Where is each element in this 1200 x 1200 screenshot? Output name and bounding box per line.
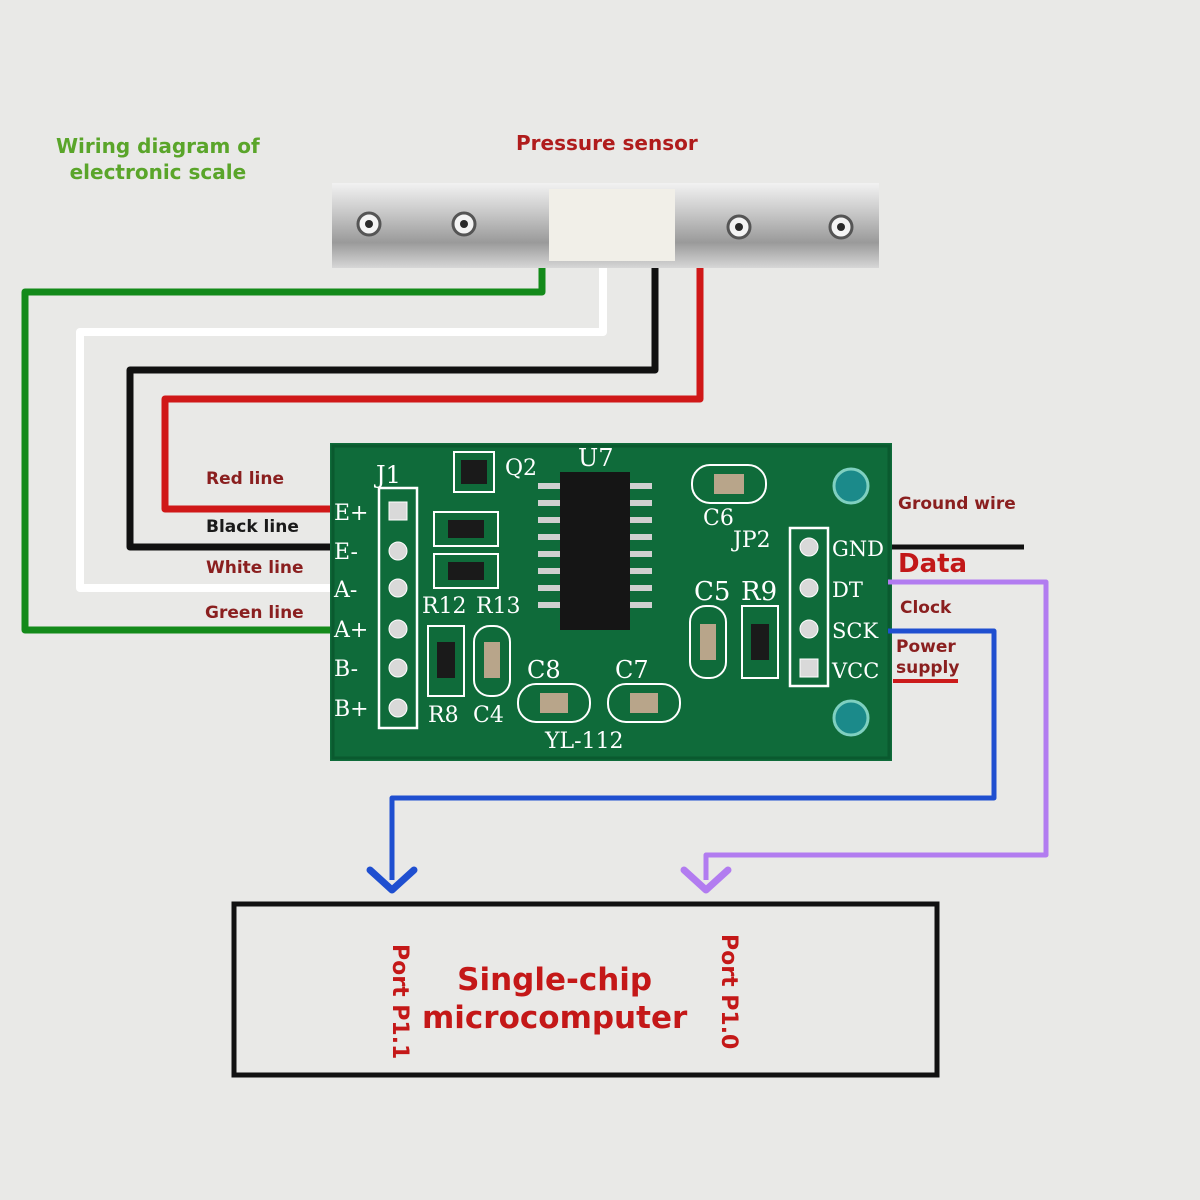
pad [388, 658, 408, 678]
pad [799, 658, 819, 678]
pad [799, 619, 819, 639]
r9-part [751, 624, 769, 660]
red-wire [161, 268, 704, 513]
sensor-hole [735, 223, 743, 231]
red-line-label: Red line [206, 469, 284, 489]
sensor-hole [460, 220, 468, 228]
silk-pin-e-plus: E+ [334, 501, 369, 526]
silk-r8: R8 [428, 703, 459, 728]
mount-hole [832, 467, 870, 505]
c8-part [540, 693, 568, 713]
data-label: Data [898, 549, 968, 579]
c7-outline [607, 683, 681, 723]
q2-body [461, 460, 487, 484]
smd-components [427, 464, 779, 723]
pad [388, 501, 408, 521]
r13-outline [433, 553, 499, 589]
sensor-hole [837, 223, 845, 231]
silk-c6: C6 [703, 506, 734, 531]
white-wire [76, 268, 607, 592]
data-wire [703, 579, 1049, 880]
r12-part [448, 520, 484, 538]
clock-label: Clock [900, 598, 952, 618]
q2-transistor [453, 451, 495, 493]
white-line-label: White line [206, 558, 304, 578]
pad [388, 541, 408, 561]
r8-outline [427, 625, 465, 697]
pad [799, 537, 819, 557]
pad [799, 578, 819, 598]
silk-c7: C7 [615, 656, 649, 684]
silk-pin-a-minus: A- [333, 578, 357, 603]
pressure-sensor [332, 183, 879, 268]
silk-q2: Q2 [505, 456, 537, 481]
jp2-pads [799, 537, 819, 678]
r13-part [448, 562, 484, 580]
diagram-title: Wiring diagram of electronic scale [56, 134, 260, 184]
silk-c5: C5 [694, 577, 730, 607]
port-p1-0-label: Port P1.0 [716, 934, 741, 1050]
silk-model: YL-112 [544, 729, 624, 754]
r9-outline [741, 605, 779, 679]
pcb-edge [331, 444, 891, 760]
black-line-label: Black line [206, 517, 299, 537]
pad [388, 578, 408, 598]
silk-pin-a-plus: A+ [333, 618, 368, 643]
clock-arrow-icon [366, 866, 418, 894]
silk-pin-b-plus: B+ [334, 697, 369, 722]
silk-pin-dt: DT [832, 578, 863, 602]
silk-r9: R9 [741, 577, 777, 607]
c4-part [484, 642, 500, 678]
clock-wire [389, 628, 997, 880]
black-wire [126, 268, 659, 551]
jp2-header [788, 526, 830, 688]
silk-c8: C8 [527, 656, 561, 684]
green-line-label: Green line [205, 603, 304, 623]
pad [388, 619, 408, 639]
port-p1-1-label: Port P1.1 [387, 944, 412, 1060]
c5-part [700, 624, 716, 660]
silk-pin-e-minus: E- [334, 540, 358, 565]
r8-part [437, 642, 455, 678]
c7-part [630, 693, 658, 713]
hx711-board: J1 Q2 U7 C6 JP2 R12 R13 C5 R9 C8 C7 R8 C… [330, 443, 892, 761]
power-supply-label: Power supply [896, 637, 960, 678]
c4-outline [473, 625, 511, 697]
j1-header [377, 486, 419, 730]
pressure-sensor-label: Pressure sensor [516, 131, 698, 155]
sensor-hole [365, 220, 373, 228]
silk-pin-b-minus: B- [334, 657, 358, 682]
mount-hole [832, 699, 870, 737]
c6-outline [691, 464, 767, 504]
ground-wire-label: Ground wire [898, 494, 1016, 514]
c6-part [714, 474, 744, 494]
r12-outline [433, 511, 499, 547]
mcu-box [231, 901, 940, 1078]
data-arrow-icon [680, 866, 732, 894]
sensor-strain-gauge [549, 189, 675, 261]
chip-pins [538, 483, 652, 608]
silk-pin-vcc: VCC [831, 659, 879, 683]
pad [388, 698, 408, 718]
silk-c4: C4 [473, 703, 504, 728]
green-wire [21, 268, 546, 634]
u7-chip [538, 472, 652, 630]
c8-outline [517, 683, 591, 723]
silk-pin-sck: SCK [832, 619, 878, 643]
c5-outline [689, 605, 727, 679]
silk-r13: R13 [476, 594, 521, 619]
j1-pads [388, 501, 408, 718]
chip-body [560, 472, 630, 630]
silk-pin-gnd: GND [832, 537, 884, 561]
silk-jp2: JP2 [731, 528, 771, 553]
mcu-label: Single-chip microcomputer [422, 962, 688, 1036]
silk-u7: U7 [578, 444, 614, 472]
silk-j1: J1 [373, 461, 401, 489]
silk-r12: R12 [422, 594, 467, 619]
